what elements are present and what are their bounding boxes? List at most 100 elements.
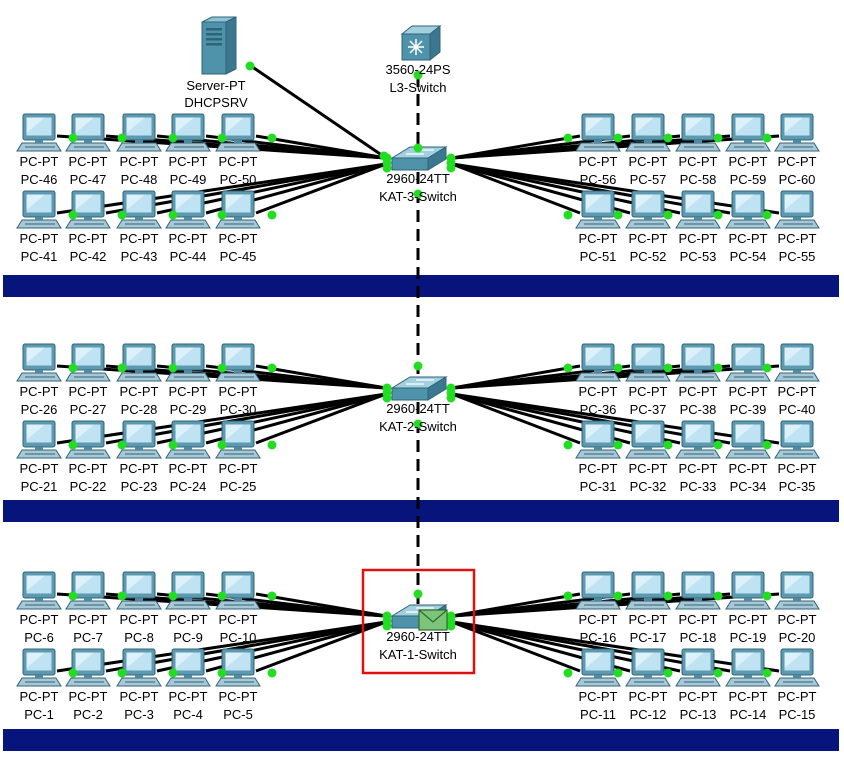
pc-link-light — [68, 363, 78, 373]
multilayer-switch-icon[interactable] — [400, 24, 442, 62]
pc-31-pc-icon[interactable] — [575, 420, 621, 459]
pc-23-pc-icon[interactable] — [116, 420, 162, 459]
pc-9-pc-icon[interactable] — [165, 571, 211, 610]
pc-37-pc-icon[interactable] — [625, 343, 671, 382]
pc-58-pc-icon[interactable] — [675, 113, 721, 152]
pc-5-pc-icon[interactable] — [215, 648, 261, 687]
pc-57-pc-icon[interactable] — [625, 113, 671, 152]
pc-24-pc-icon[interactable] — [165, 420, 211, 459]
pc-access-cable[interactable] — [255, 392, 387, 445]
pc-3-pc-icon[interactable] — [116, 648, 162, 687]
pc-name-label: PC-43 — [121, 249, 158, 264]
pc-51-pc-icon[interactable] — [575, 190, 621, 229]
pc-42-pc-icon[interactable] — [65, 190, 111, 229]
pc-53-pc-icon[interactable] — [675, 190, 721, 229]
pc-10-pc-icon[interactable] — [215, 571, 261, 610]
pc-26-pc-icon[interactable] — [16, 343, 62, 382]
pc-8-pc-icon[interactable] — [116, 571, 162, 610]
pc-20-pc-icon[interactable] — [774, 571, 820, 610]
link-light — [413, 189, 423, 199]
server-tower-icon[interactable] — [201, 16, 237, 75]
pc-link-light — [117, 363, 127, 373]
pc-access-cable[interactable] — [451, 162, 581, 215]
pc-12-pc-icon[interactable] — [625, 648, 671, 687]
pc-15-pc-icon[interactable] — [774, 648, 820, 687]
pc-33-pc-icon[interactable] — [675, 420, 721, 459]
pc-name-label: PC-35 — [779, 479, 816, 494]
pc-50-pc-icon[interactable] — [215, 113, 261, 152]
pc-21-pc-icon[interactable] — [16, 420, 62, 459]
pc-access-cable[interactable] — [451, 620, 780, 673]
pc-access-cable[interactable] — [451, 392, 780, 445]
pc-52-pc-icon[interactable] — [625, 190, 671, 229]
kat-3-switch-switch-icon[interactable] — [390, 146, 448, 171]
pc-access-cable[interactable] — [451, 162, 780, 215]
pc-35-pc-icon[interactable] — [774, 420, 820, 459]
pc-name-label: PC-7 — [73, 630, 103, 645]
pc-access-cable[interactable] — [255, 364, 387, 390]
pc-30-pc-icon[interactable] — [215, 343, 261, 382]
pc-34-pc-icon[interactable] — [725, 420, 771, 459]
pc-41-pc-icon[interactable] — [16, 190, 62, 229]
pc-link-light — [117, 668, 127, 678]
pc-55-pc-icon[interactable] — [774, 190, 820, 229]
pc-link-light — [762, 591, 772, 601]
pc-access-cable[interactable] — [255, 162, 387, 215]
pc-access-cable[interactable] — [255, 620, 387, 673]
pc-access-cable[interactable] — [255, 592, 387, 618]
pc-39-pc-icon[interactable] — [725, 343, 771, 382]
pc-49-pc-icon[interactable] — [165, 113, 211, 152]
pc-47-pc-icon[interactable] — [65, 113, 111, 152]
pc-29-pc-icon[interactable] — [165, 343, 211, 382]
pc-13-pc-icon[interactable] — [675, 648, 721, 687]
pc-model-label: PC-PT — [729, 612, 768, 627]
pc-name-label: PC-16 — [580, 630, 617, 645]
pc-1-pc-icon[interactable] — [16, 648, 62, 687]
pc-46-pc-icon[interactable] — [16, 113, 62, 152]
pdu-envelope-icon[interactable] — [418, 609, 448, 631]
pc-11-pc-icon[interactable] — [575, 648, 621, 687]
pc-14-pc-icon[interactable] — [725, 648, 771, 687]
pc-56-pc-icon[interactable] — [575, 113, 621, 152]
pc-link-light — [713, 668, 723, 678]
pc-access-cable[interactable] — [255, 134, 387, 160]
pc-model-label: PC-PT — [69, 689, 108, 704]
pc-17-pc-icon[interactable] — [625, 571, 671, 610]
pc-43-pc-icon[interactable] — [116, 190, 162, 229]
kat-2-switch-switch-icon[interactable] — [390, 376, 448, 401]
pc-60-pc-icon[interactable] — [774, 113, 820, 152]
pc-model-label: PC-PT — [729, 154, 768, 169]
pc-access-cable[interactable] — [451, 392, 581, 445]
pc-name-label: PC-8 — [124, 630, 154, 645]
server-uplink-cable[interactable] — [247, 62, 387, 160]
pc-model-label: PC-PT — [120, 461, 159, 476]
pc-28-pc-icon[interactable] — [116, 343, 162, 382]
pc-name-label: PC-12 — [630, 707, 667, 722]
pc-40-pc-icon[interactable] — [774, 343, 820, 382]
pc-25-pc-icon[interactable] — [215, 420, 261, 459]
pc-model-label: PC-PT — [219, 612, 258, 627]
pc-19-pc-icon[interactable] — [725, 571, 771, 610]
pc-36-pc-icon[interactable] — [575, 343, 621, 382]
pc-4-pc-icon[interactable] — [165, 648, 211, 687]
pc-18-pc-icon[interactable] — [675, 571, 721, 610]
pc-45-pc-icon[interactable] — [215, 190, 261, 229]
pc-7-pc-icon[interactable] — [65, 571, 111, 610]
pc-6-pc-icon[interactable] — [16, 571, 62, 610]
pc-name-label: PC-1 — [24, 707, 54, 722]
pc-59-pc-icon[interactable] — [725, 113, 771, 152]
pc-27-pc-icon[interactable] — [65, 343, 111, 382]
pc-48-pc-icon[interactable] — [116, 113, 162, 152]
pc-16-pc-icon[interactable] — [575, 571, 621, 610]
pc-name-label: PC-36 — [580, 402, 617, 417]
pc-38-pc-icon[interactable] — [675, 343, 721, 382]
pc-22-pc-icon[interactable] — [65, 420, 111, 459]
floor-divider-bar — [3, 275, 839, 297]
pc-44-pc-icon[interactable] — [165, 190, 211, 229]
pc-32-pc-icon[interactable] — [625, 420, 671, 459]
pc-2-pc-icon[interactable] — [65, 648, 111, 687]
pc-model-label: PC-PT — [579, 154, 618, 169]
pc-54-pc-icon[interactable] — [725, 190, 771, 229]
pc-link-light — [663, 591, 673, 601]
